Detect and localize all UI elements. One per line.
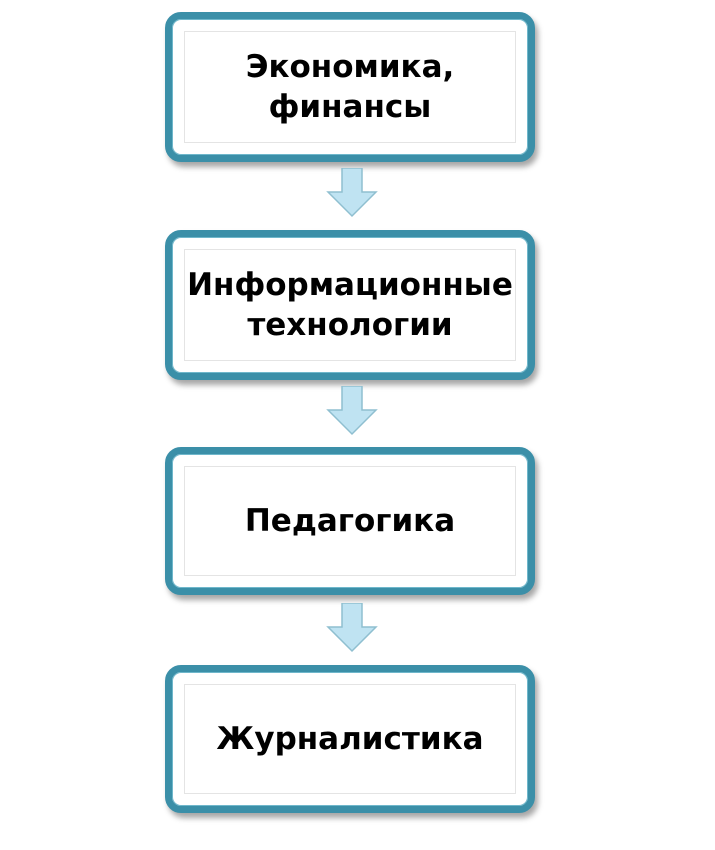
node-economics-finance: Экономика,финансы [165, 12, 535, 162]
arrow-down-icon [326, 603, 378, 653]
node-label: Журналистика [216, 721, 484, 757]
node-journalism: Журналистика [165, 665, 535, 813]
node-label: Педагогика [244, 503, 456, 539]
node-inner-frame [184, 249, 516, 361]
node-label: Экономика,финансы [245, 49, 455, 125]
node-inner-frame [184, 466, 516, 576]
node-inner-frame [184, 31, 516, 143]
node-pedagogy: Педагогика [165, 447, 535, 595]
arrow-down-icon [326, 386, 378, 436]
arrow-down-icon [326, 168, 378, 218]
node-inner-frame [184, 684, 516, 794]
